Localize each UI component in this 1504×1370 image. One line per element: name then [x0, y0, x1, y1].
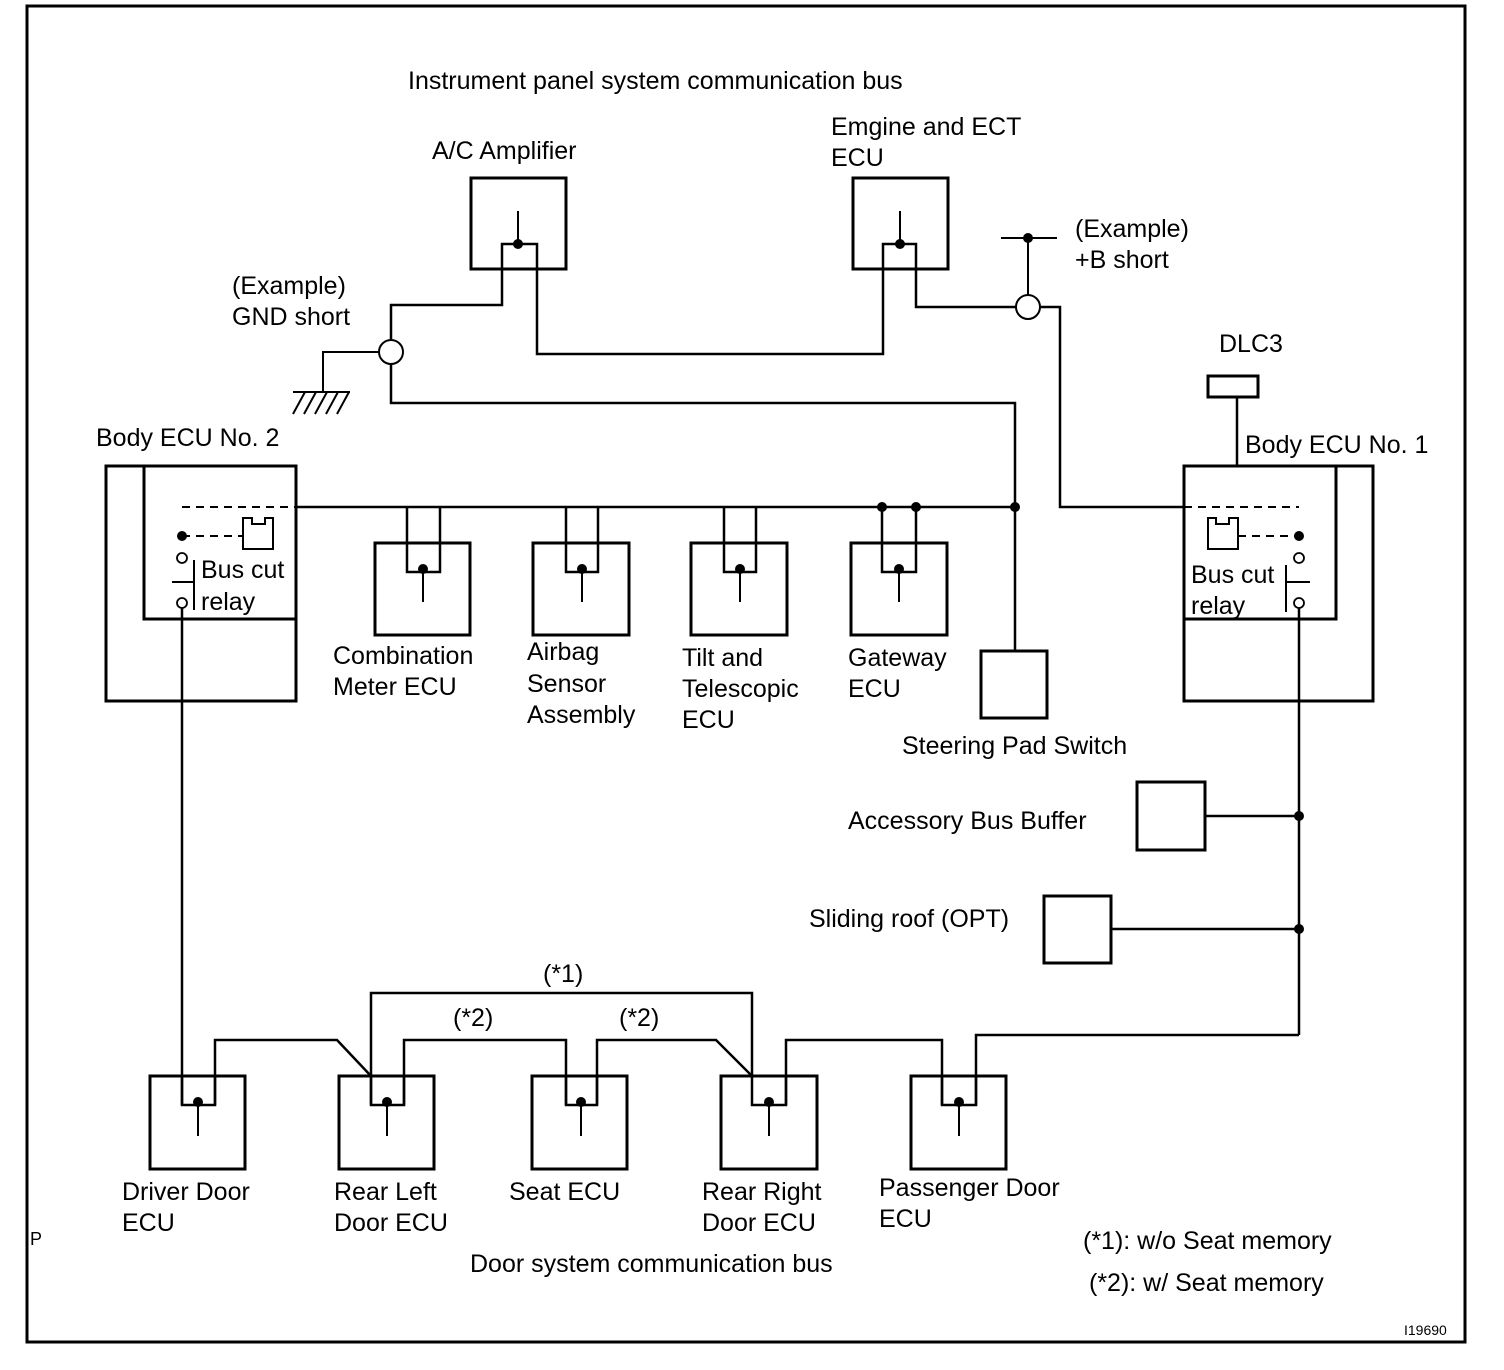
- driver-door-label-1: Driver Door: [122, 1178, 250, 1206]
- passenger-door-label-1: Passenger Door: [879, 1174, 1060, 1202]
- ground-icon: [292, 391, 350, 415]
- airbag-sensor-assembly: Airbag Sensor Assembly: [527, 507, 636, 729]
- sliding-roof: Sliding roof (OPT): [809, 894, 1304, 965]
- tilt-label-3: ECU: [682, 706, 735, 734]
- bus-cut-relay-left: [172, 506, 296, 1105]
- steering-pad-switch: Steering Pad Switch: [902, 502, 1127, 760]
- seat-ecu: Seat ECU: [509, 1074, 629, 1206]
- relay-coil-icon-right: [1207, 517, 1239, 550]
- seat-ecu-box: [530, 1074, 629, 1171]
- corner-mark: P: [30, 1229, 42, 1249]
- gateway-label-1: Gateway: [848, 644, 947, 672]
- mark-star1: (*1): [543, 960, 583, 988]
- gnd-short-example: (Example) GND short: [232, 272, 404, 415]
- engine-ect-ecu: Emgine and ECT ECU: [831, 113, 1021, 271]
- legend-star2: (*2): w/ Seat memory: [1089, 1269, 1324, 1297]
- engine-ecu-box: [851, 176, 950, 271]
- wire-passenger-to-body1: [974, 1033, 1299, 1105]
- combination-meter-label-1: Combination: [333, 642, 473, 670]
- rear-right-label-2: Door ECU: [702, 1209, 816, 1237]
- accessory-bus-buffer: Accessory Bus Buffer: [848, 780, 1304, 852]
- seat-ecu-label: Seat ECU: [509, 1178, 620, 1206]
- bus-cut-relay-right: [1184, 506, 1310, 1035]
- door-bus-title: Door system communication bus: [470, 1250, 833, 1278]
- wire-star2-left: [402, 1038, 568, 1105]
- dlc3-label: DLC3: [1219, 330, 1283, 358]
- rear-right-door-ecu: Rear Right Door ECU: [702, 1074, 822, 1237]
- gnd-short-point: [378, 339, 404, 365]
- wire-star1: [369, 991, 754, 1105]
- wire-driver-to-rearleft: [213, 1038, 372, 1105]
- wire-ac-to-engine: [535, 269, 885, 356]
- steering-pad-box: [979, 649, 1049, 720]
- plusb-short-point: [1015, 294, 1041, 320]
- diagram-frame: [25, 4, 1467, 1344]
- ac-amplifier: A/C Amplifier: [432, 137, 576, 271]
- body-ecu-1-label: Body ECU No. 1: [1245, 431, 1428, 459]
- rear-right-label-1: Rear Right: [702, 1178, 822, 1206]
- tilt-telescopic-ecu: Tilt and Telescopic ECU: [682, 507, 799, 734]
- relay-label-right-1: Bus cut: [1191, 561, 1274, 589]
- legend-star1: (*1): w/o Seat memory: [1083, 1227, 1332, 1255]
- rear-left-door-ecu: Rear Left Door ECU: [334, 1074, 448, 1237]
- wire-rearright-to-passenger: [784, 1038, 944, 1105]
- driver-door-label-2: ECU: [122, 1209, 175, 1237]
- sliding-roof-label: Sliding roof (OPT): [809, 905, 1009, 933]
- gateway-ecu: Gateway ECU: [848, 502, 949, 703]
- plusb-short-label: +B short: [1075, 246, 1169, 274]
- body-ecu-no1: Body ECU No. 1 Bus cut relay: [1182, 431, 1428, 1035]
- airbag-label-1: Airbag: [527, 638, 599, 666]
- accessory-bus-buffer-box: [1135, 780, 1207, 852]
- airbag-label-3: Assembly: [527, 701, 636, 729]
- plusb-example-label: (Example): [1075, 215, 1189, 243]
- sliding-roof-box: [1042, 894, 1113, 965]
- airbag-sensor-box: [531, 541, 631, 637]
- figure-id: I19690: [1404, 1322, 1447, 1338]
- combination-meter-label-2: Meter ECU: [333, 673, 457, 701]
- tilt-telescopic-box: [689, 541, 789, 637]
- ac-amplifier-box: [469, 176, 568, 271]
- tilt-label-1: Tilt and: [682, 644, 763, 672]
- relay-label-left-2: relay: [201, 588, 256, 616]
- rear-left-label-1: Rear Left: [334, 1178, 437, 1206]
- rear-right-door-box: [719, 1074, 819, 1171]
- body-ecu-1-inner: [1182, 464, 1338, 621]
- driver-door-box: [148, 1074, 247, 1171]
- rear-left-label-2: Door ECU: [334, 1209, 448, 1237]
- wire-engine-to-body1: [914, 269, 1184, 509]
- steering-pad-label: Steering Pad Switch: [902, 732, 1127, 760]
- engine-ecu-label-1: Emgine and ECT: [831, 113, 1021, 141]
- passenger-door-label-2: ECU: [879, 1205, 932, 1233]
- plusb-short-example: (Example) +B short: [1001, 215, 1189, 320]
- body-ecu-2-inner: [142, 464, 298, 621]
- combination-meter-box: [373, 541, 472, 637]
- accessory-bus-buffer-label: Accessory Bus Buffer: [848, 807, 1087, 835]
- instrument-bus-title: Instrument panel system communication bu…: [408, 67, 903, 95]
- dlc3-box: [1206, 374, 1260, 399]
- passenger-door-box: [909, 1074, 1008, 1171]
- passenger-door-ecu: Passenger Door ECU: [879, 1074, 1060, 1233]
- driver-door-ecu: Driver Door ECU: [122, 1074, 250, 1237]
- body-ecu-2-label: Body ECU No. 2: [96, 424, 279, 452]
- relay-coil-icon: [242, 517, 274, 550]
- mark-star2-right: (*2): [619, 1004, 659, 1032]
- wire-star2-right: [595, 1038, 753, 1105]
- ac-amplifier-label: A/C Amplifier: [432, 137, 576, 165]
- dlc3-connector: DLC3: [1206, 330, 1283, 466]
- body-ecu-no2: Body ECU No. 2 Bus cut relay: [96, 424, 298, 1105]
- gnd-example-label: (Example): [232, 272, 346, 300]
- tilt-label-2: Telescopic: [682, 675, 799, 703]
- engine-ecu-label-2: ECU: [831, 144, 884, 172]
- relay-label-right-2: relay: [1191, 592, 1246, 620]
- rear-left-door-box: [337, 1074, 436, 1171]
- wire-ac-to-ipbus: [389, 269, 1017, 651]
- airbag-label-2: Sensor: [527, 670, 606, 698]
- combination-meter-ecu: Combination Meter ECU: [333, 507, 473, 701]
- relay-label-left-1: Bus cut: [201, 556, 284, 584]
- gnd-short-label: GND short: [232, 303, 350, 331]
- gateway-box: [849, 541, 949, 637]
- gateway-label-2: ECU: [848, 675, 901, 703]
- mark-star2-left: (*2): [453, 1004, 493, 1032]
